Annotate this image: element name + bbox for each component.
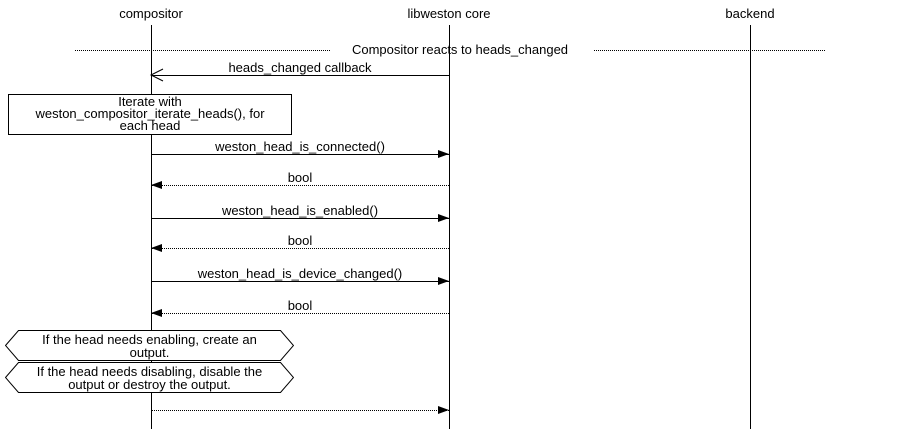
message-line-heads-changed-callback — [151, 75, 449, 76]
lifeline-label-compositor: compositor — [119, 6, 183, 21]
hexagon-shape — [5, 362, 294, 393]
note-iterate-heads: Iterate with weston_compositor_iterate_h… — [8, 94, 292, 135]
message-label-bool-1: bool — [287, 170, 313, 185]
lifeline-libweston-core — [449, 25, 450, 429]
filled-arrowhead-left-icon — [151, 309, 162, 317]
filled-arrowhead-right-icon — [438, 277, 449, 285]
condition-line: If the head needs enabling, create an — [42, 332, 257, 347]
message-line-weston-head-is-enabled — [151, 218, 449, 219]
message-label-weston-head-is-connected: weston_head_is_connected() — [215, 139, 385, 154]
message-label-weston-head-is-enabled: weston_head_is_enabled() — [221, 203, 379, 218]
message-line-bool-1 — [151, 185, 449, 186]
condition-line: output. — [129, 345, 170, 360]
message-line-unlabeled-return — [151, 410, 449, 411]
condition-line: output or destroy the output. — [68, 377, 231, 392]
message-label-bool-2: bool — [287, 233, 313, 248]
condition-enable-output: If the head needs enabling, create an ou… — [5, 330, 294, 361]
filled-arrowhead-right-icon — [438, 214, 449, 222]
lifeline-backend — [750, 25, 751, 429]
message-label-bool-3: bool — [287, 298, 313, 313]
condition-line: If the head needs disabling, disable the — [36, 364, 263, 379]
message-label-heads-changed-callback: heads_changed callback — [228, 60, 372, 75]
note-line: weston_compositor_iterate_heads(), for — [35, 106, 265, 121]
message-label-weston-head-is-device-changed: weston_head_is_device_changed() — [197, 266, 403, 281]
divider-title: Compositor reacts to heads_changed — [351, 42, 569, 57]
note-line: each head — [119, 118, 181, 133]
hexagon-shape — [5, 330, 294, 361]
open-arrowhead-left-icon — [149, 68, 164, 82]
lifeline-label-backend: backend — [725, 6, 775, 21]
lifeline-compositor — [151, 25, 152, 429]
divider-line-right — [594, 50, 825, 51]
condition-text: If the head needs disabling, disable the… — [5, 365, 294, 391]
note-line: Iterate with — [118, 94, 182, 109]
condition-disable-output: If the head needs disabling, disable the… — [5, 362, 294, 393]
divider-line-left — [75, 50, 330, 51]
filled-arrowhead-right-icon — [438, 406, 449, 414]
condition-text: If the head needs enabling, create an ou… — [5, 333, 294, 359]
message-line-bool-2 — [151, 248, 449, 249]
filled-arrowhead-left-icon — [151, 244, 162, 252]
filled-arrowhead-right-icon — [438, 150, 449, 158]
message-line-bool-3 — [151, 313, 449, 314]
message-line-weston-head-is-connected — [151, 154, 449, 155]
filled-arrowhead-left-icon — [151, 181, 162, 189]
message-line-weston-head-is-device-changed — [151, 281, 449, 282]
lifeline-label-libweston-core: libweston core — [407, 6, 491, 21]
